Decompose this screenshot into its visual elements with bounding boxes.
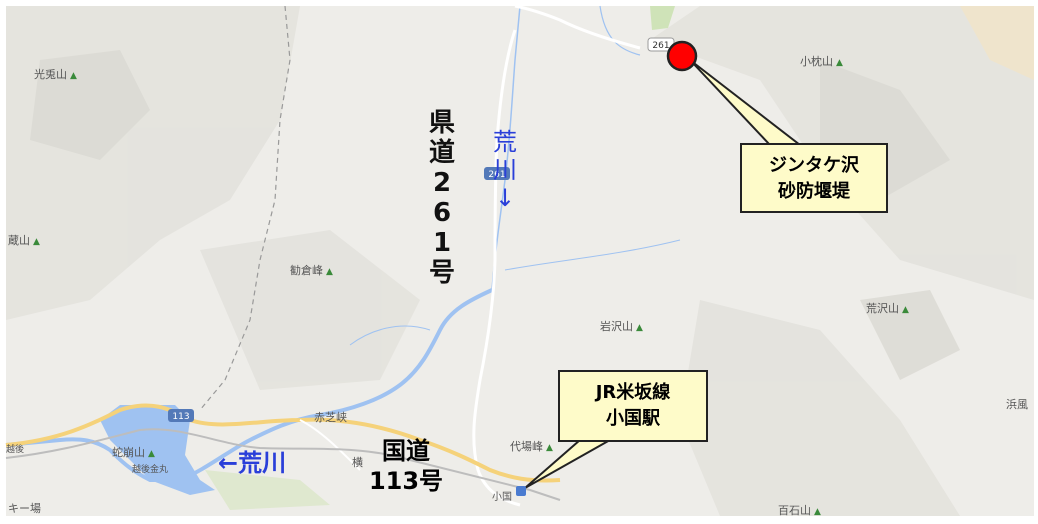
mountain-icon: ▲: [33, 237, 40, 247]
jr-railway: [5, 428, 561, 501]
shield-261-middle-text: 261: [488, 170, 505, 180]
pref-road-261-label: 県 道 2 6 1 号: [428, 108, 455, 288]
mountain-icon: ▲: [636, 323, 643, 333]
place-echigo: 越後: [6, 445, 25, 455]
place-akashibakyo: 赤芝峡: [314, 411, 347, 424]
mountain-hamakaze: 浜風: [1006, 398, 1028, 411]
national-road-113-label: 国道 113号: [368, 437, 444, 495]
mountain-icon: ▲: [902, 305, 909, 315]
dam-location-marker: [666, 40, 698, 72]
mountain-icon: ▲: [814, 507, 821, 517]
mountain-arasawayama: 荒沢山▲: [866, 302, 909, 315]
shield-261-north-text: 261: [652, 41, 669, 51]
forest-patch: [650, 6, 675, 30]
mountain-icon: ▲: [148, 449, 155, 459]
arakawa-river: [5, 288, 493, 482]
mountain-kanzurahou: 勧倉峰▲: [290, 264, 333, 277]
dam-callout: ジンタケ沢 砂防堰堤: [740, 143, 888, 213]
mountain-daibahou: 代場峰▲: [510, 440, 553, 453]
mountain-jakuzureyama: 蛇崩山▲: [112, 446, 155, 459]
mountain-iwasawayama: 岩沢山▲: [600, 320, 643, 333]
lake: [100, 405, 215, 495]
arakawa-river-label-left: ←荒川: [218, 449, 287, 477]
mountain-icon: ▲: [836, 58, 843, 68]
arakawa-river-label-top: 荒 川 ↓: [493, 128, 517, 212]
mountain-koutozan: 光兎山▲: [34, 68, 77, 81]
mountain-hyakkokuyama: 百石山▲: [778, 504, 821, 517]
station-callout: JR米坂線 小国駅: [558, 370, 708, 442]
shield-261-middle: [484, 167, 510, 180]
shield-113-text: 113: [172, 412, 189, 422]
place-ski-area: キー場: [8, 502, 41, 515]
route-261: [472, 4, 641, 507]
mountain-icon: ▲: [326, 267, 333, 277]
mountain-icon: ▲: [546, 443, 553, 453]
mountain-kurayama: 蔵山▲: [8, 234, 40, 247]
mountain-icon: ▲: [70, 71, 77, 81]
place-oguni: 小国: [492, 492, 512, 503]
place-yoko: 横: [352, 456, 363, 469]
shield-113: [168, 409, 194, 422]
station-icon: [516, 486, 526, 496]
prefecture-boundary: [199, 5, 291, 411]
mountain-komakurayama: 小枕山▲: [800, 55, 843, 68]
place-echigo-kanamaru: 越後金丸: [132, 465, 169, 475]
route-113: [5, 403, 561, 483]
